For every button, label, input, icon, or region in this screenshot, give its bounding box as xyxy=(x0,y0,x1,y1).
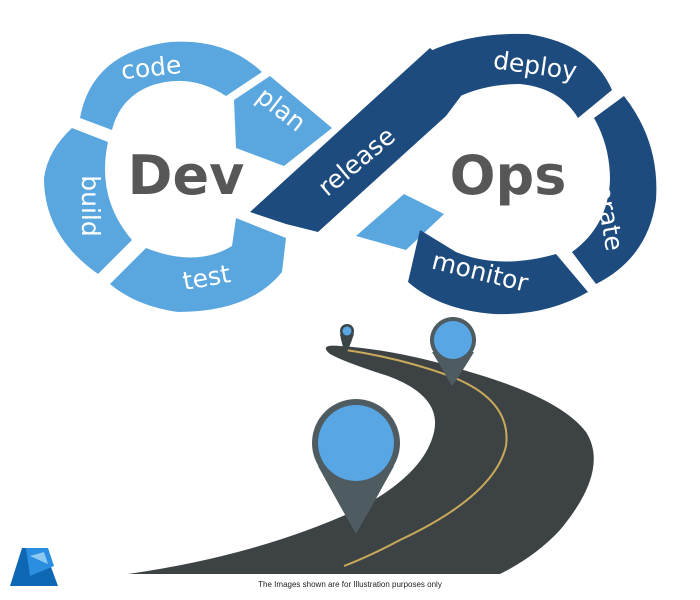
ops-segment-release xyxy=(250,48,470,232)
dev-loop xyxy=(44,41,444,312)
ops-segment-operate xyxy=(572,96,657,284)
stage-label-code: code xyxy=(120,50,183,85)
ops-segment-monitor xyxy=(408,230,588,315)
ops-word: Ops xyxy=(450,144,567,207)
dev-segment-build xyxy=(44,128,132,274)
company-logo xyxy=(10,548,58,586)
dev-segment-arrow xyxy=(356,194,444,250)
dev-segment-test xyxy=(110,218,286,312)
dev-word: Dev xyxy=(128,144,245,207)
map-pin-small-icon xyxy=(340,324,354,354)
road-surface xyxy=(128,345,594,574)
stage-label-build: build xyxy=(76,175,105,236)
dev-segment-code xyxy=(80,41,262,130)
ops-loop xyxy=(250,33,657,315)
map-pin-medium-icon xyxy=(430,317,476,386)
road-center-line xyxy=(343,349,508,567)
dev-segment-plan xyxy=(234,76,332,166)
map-pin-large-icon xyxy=(312,399,400,534)
disclaimer-text: The Images shown are for Illustration pu… xyxy=(258,580,442,589)
ops-segment-deploy xyxy=(428,33,612,118)
road xyxy=(128,345,594,574)
